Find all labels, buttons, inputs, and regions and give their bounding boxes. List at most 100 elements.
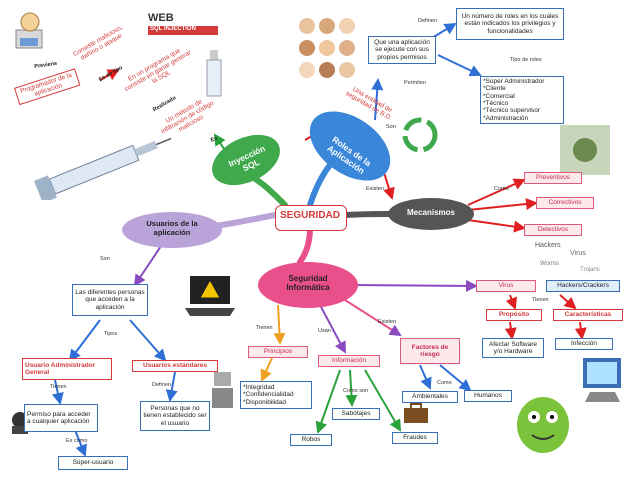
svg-text:Trojans: Trojans [580, 267, 600, 273]
tipos-label: Tipos [104, 331, 118, 337]
es-como-label: Es como [66, 438, 88, 444]
virus-box: Virus [476, 280, 536, 292]
proposito-box: Propósito [486, 309, 542, 321]
line-si-info [319, 304, 346, 354]
permiten-label: Permiten [404, 80, 427, 86]
laptop-warning-icon [180, 268, 240, 323]
seguridad-inf-blob [258, 262, 358, 308]
que-app-box: Que una aplicación se ejecute con sus pr… [368, 36, 436, 64]
tienen-si-label: Tienen [256, 325, 273, 331]
line-info-robos [315, 369, 341, 434]
recycle-icon [400, 115, 440, 155]
tipos-roles-box: *Súper Administrador *Cliente *Comercial… [480, 76, 564, 124]
super-box: Súper-usuario [58, 456, 128, 470]
tienen-admin-label: Tienen [50, 384, 67, 390]
line-perm-super [74, 429, 87, 457]
center-label[interactable]: SEGURIDAD [279, 210, 340, 221]
infeccion-box: Infección [555, 338, 613, 350]
informacion-box: Información [318, 355, 380, 367]
detectivos-box: Detectivos [524, 224, 582, 236]
branch-to-usuarios [212, 212, 278, 229]
num-roles-box: Un número de roles en los cuales están i… [456, 8, 564, 40]
son-roles-label: Son [386, 124, 396, 130]
humanos-box: Humanos [464, 390, 512, 402]
permiso-box: Permiso para acceder a cualquier aplicac… [24, 404, 98, 432]
usuarios-blob [122, 212, 222, 248]
line-prop-afec [504, 321, 517, 340]
hackers-box: Hackers/Crackers [546, 280, 620, 292]
faces-collage-icon [295, 14, 360, 84]
line-info-sab [345, 369, 358, 407]
line-fact-hum [439, 364, 472, 392]
principios-box: Principios [248, 346, 308, 358]
integridad-box: *Integridad *Confidencialidad *Disponibi… [240, 381, 312, 409]
cartoon-programmer-icon [8, 10, 53, 55]
line-si-fact [344, 299, 402, 337]
line-si-virus [349, 279, 478, 292]
definen-est-label: Definen [152, 382, 171, 388]
robot-icon [210, 370, 235, 410]
flag-bug-icon [555, 120, 615, 180]
line-prog-up [99, 69, 120, 81]
como-mec-label: Como [494, 186, 509, 192]
branch-to-seguridad-inf [297, 225, 313, 265]
line-dif-est [129, 319, 167, 362]
line-est-pers [165, 371, 178, 402]
usan-label: Usan [318, 328, 331, 334]
existen-label: Existen [366, 186, 385, 192]
branch-to-mecanismos [342, 211, 393, 218]
como-son-label: Como son [343, 388, 369, 394]
line-princ-int [260, 357, 273, 382]
personas-no-box: Personas que no tienen establecido ser e… [140, 401, 210, 431]
line-mec-det [467, 219, 526, 233]
line-fact-amb [419, 364, 432, 390]
web-security-subtitle: SQL INJECTION [148, 26, 218, 35]
admin-general-box: Usuario Administrador General [22, 358, 112, 380]
tipo-roles-label: Tipo de roles [510, 57, 542, 63]
line-roles-up [371, 78, 384, 121]
factores-box: Factores de riesgo [400, 338, 460, 364]
estandares-box: Usuarios estándares [132, 360, 218, 372]
line-que-tipos [437, 54, 482, 77]
web-security-title: WEB SECURITY: [148, 12, 206, 37]
line-virus-prop [505, 294, 518, 310]
diferentes-box: Las diferentes personas que acceden a la… [72, 284, 148, 316]
briefcase-icon [402, 402, 430, 424]
line-car-inf [574, 321, 587, 340]
svg-text:Virus: Virus [570, 250, 586, 257]
line-info-fraudes [364, 369, 402, 432]
svg-text:Hackers: Hackers [535, 242, 561, 249]
line-si-princ [273, 304, 286, 345]
line-virus-car [559, 294, 577, 310]
definen-top-label: Definen [418, 18, 437, 24]
usuarios-label[interactable]: Usuarios de la aplicación [146, 219, 198, 237]
computer-virus-icon [575, 350, 630, 410]
center-blob [275, 205, 347, 231]
tienen-virus-label: Tienen [532, 297, 549, 303]
mecanismos-blob [388, 198, 474, 230]
line-dif-admin [68, 319, 101, 362]
mecanismos-label[interactable]: Mecanismos [406, 208, 456, 217]
seguridad-inf-label[interactable]: Seguridad Informática [286, 274, 330, 293]
bottle-icon [204, 48, 224, 98]
sabotajes-box: Sabotajes [332, 408, 380, 420]
existen-si-label: Existen [378, 319, 397, 325]
caracteristicas-box: Características [553, 309, 623, 321]
syringe-icon [28, 130, 178, 204]
line-que-num [431, 22, 457, 39]
afectar-box: Afectar Software y/o Hardware [482, 338, 544, 358]
son-usuarios-label: Son [100, 256, 110, 262]
line-mec-corr [467, 198, 538, 211]
line-mec-prev [467, 178, 526, 206]
ambientales-box: Ambientales [402, 391, 458, 403]
green-monster-icon [508, 385, 578, 460]
fraudes-box: Fraudes [392, 432, 438, 444]
line-admin-perm [52, 379, 64, 405]
robos-box: Robos [290, 434, 332, 446]
correctivos-box: Correctivos [536, 197, 594, 209]
preventivos-box: Preventivos [524, 172, 582, 184]
como-factores-label: Como [437, 380, 452, 386]
svg-text:Worms: Worms [540, 261, 559, 267]
